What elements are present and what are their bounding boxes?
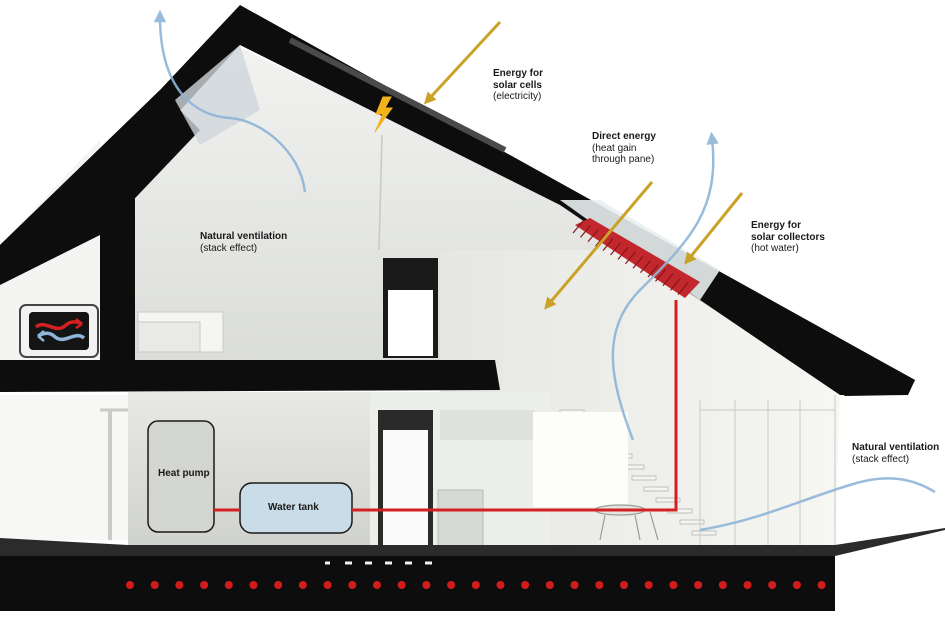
label-water-tank: Water tank [268,502,319,513]
ground-heat-dot [521,581,529,589]
stair-step [632,476,656,480]
ground-heat-dot [126,581,134,589]
ground-heat-dot [694,581,702,589]
ground-heat-dot [768,581,776,589]
upper-slab [0,360,500,392]
ground-heat-dot [497,581,505,589]
label-ventilation-upper: Natural ventilation (stack effect) [200,231,287,254]
ground-heat-dot [620,581,628,589]
label-solar-cells-title2: solar cells [493,80,543,92]
ground-heat-dot [250,581,258,589]
ground-heat-dot [348,581,356,589]
label-ventilation-upper-sub: (stack effect) [200,243,287,255]
ground-heat-dot [422,581,430,589]
label-solar-cells: Energy for solar cells (electricity) [493,68,543,103]
gable-wall [100,185,135,365]
label-direct-energy-sub2: through pane) [592,154,656,166]
ground-heat-dot [200,581,208,589]
back-wall-bright [533,412,628,507]
ground-heat-dot [299,581,307,589]
ground-heat-dot [595,581,603,589]
ground-heat-dot [324,581,332,589]
ground-heat-dot [274,581,282,589]
label-ventilation-upper-title: Natural ventilation [200,231,287,243]
ground-heat-dot [546,581,554,589]
heat-exchanger-icon [20,305,98,357]
label-solar-cells-sub: (electricity) [493,91,543,103]
label-ventilation-right-title: Natural ventilation [852,442,939,454]
ground-heat-dot [793,581,801,589]
ground-heat-dot [472,581,480,589]
label-solar-collectors-title2: solar collectors [751,232,825,244]
ground-heat-dot [175,581,183,589]
ground-heat-dot [669,581,677,589]
ground-heat-dot [398,581,406,589]
ground-heat-dot [744,581,752,589]
ground-heat-dot [719,581,727,589]
foundation [0,556,835,611]
label-solar-collectors-title1: Energy for [751,220,825,232]
label-direct-energy-sub1: (heat gain [592,143,656,155]
stair-step [692,531,716,535]
stair-step [644,487,668,491]
label-solar-cells-title1: Energy for [493,68,543,80]
ground-heat-dot [645,581,653,589]
ground-heat-dot [225,581,233,589]
label-ventilation-right: Natural ventilation (stack effect) [852,442,939,465]
ground-heat-dot [151,581,159,589]
ground-heat-dot [373,581,381,589]
label-solar-collectors-sub: (hot water) [751,243,825,255]
label-heat-pump: Heat pump [158,468,210,479]
ground-heat-dots [126,581,826,589]
kitchen-cabinets [440,410,535,440]
ground-heat-dot [818,581,826,589]
ground-heat-dot [571,581,579,589]
label-ventilation-right-sub: (stack effect) [852,454,939,466]
label-direct-energy-title: Direct energy [592,131,656,143]
label-direct-energy: Direct energy (heat gain through pane) [592,131,656,166]
ground-heat-dot [447,581,455,589]
label-solar-collectors: Energy for solar collectors (hot water) [751,220,825,255]
kitchen-counter [438,490,483,550]
